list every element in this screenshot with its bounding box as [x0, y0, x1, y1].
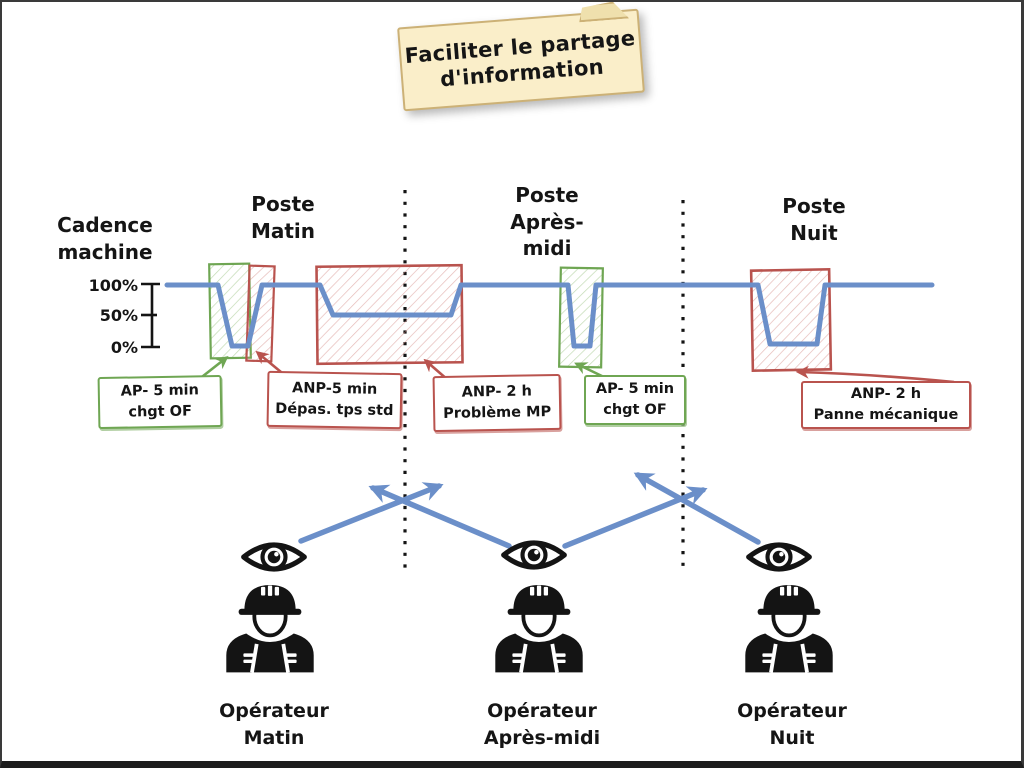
note-fold-corner — [578, 0, 629, 22]
arrow-apresmidi-to-nuit — [562, 486, 708, 549]
y-axis-title: Cadence machine — [57, 213, 153, 264]
callout-ap-chgt-of-2: AP- 5 min chgt OF — [584, 375, 686, 425]
arrow-nuit-to-apresmidi — [633, 472, 761, 545]
callout-anp-panne: ANP- 2 h Panne mécanique — [801, 381, 971, 429]
eye-icon-apresmidi — [504, 543, 565, 567]
y-axis — [141, 282, 160, 349]
worker-icon-apresmidi — [493, 583, 585, 675]
sticky-note: Faciliter le partage d'information — [397, 9, 645, 112]
eye-icon-matin — [244, 545, 305, 569]
operator-label-nuit: Opérateur Nuit — [737, 700, 847, 749]
arrow-matin-to-apresmidi — [298, 482, 444, 544]
operator-label-matin: Opérateur Matin — [219, 700, 329, 749]
event-box-ap-chgt-of-2 — [558, 266, 604, 369]
y-tick-0: 0% — [110, 338, 138, 357]
event-box-anp-probleme-mp — [315, 263, 464, 366]
event-box-anp-depassement — [245, 264, 276, 363]
arrow-apresmidi-to-matin — [368, 484, 512, 549]
worker-icon-matin — [224, 583, 316, 675]
shift-header-apresmidi: Poste Après- midi — [510, 183, 584, 261]
event-box-anp-panne — [749, 268, 833, 372]
cadence-line — [164, 282, 935, 349]
callout-anp-depassement: ANP-5 min Dépas. tps std — [266, 370, 403, 430]
callout-anp-probleme-mp: ANP- 2 h Problème MP — [432, 373, 562, 433]
operator-label-apresmidi: Opérateur Après-midi — [483, 700, 601, 749]
callout-ap-chgt-of-1: AP- 5 min chgt OF — [97, 374, 223, 430]
y-tick-50: 50% — [99, 306, 138, 325]
info-sharing-arrows — [298, 472, 761, 549]
note-text: Faciliter le partage d'information — [403, 25, 637, 92]
eye-icon-nuit — [749, 545, 810, 569]
worker-icon-nuit — [743, 583, 835, 675]
shift-header-nuit: Poste Nuit — [782, 194, 846, 245]
shift-header-matin: Poste Matin — [250, 192, 316, 243]
y-tick-100: 100% — [88, 276, 138, 295]
event-box-ap-chgt-of-1 — [208, 262, 252, 360]
